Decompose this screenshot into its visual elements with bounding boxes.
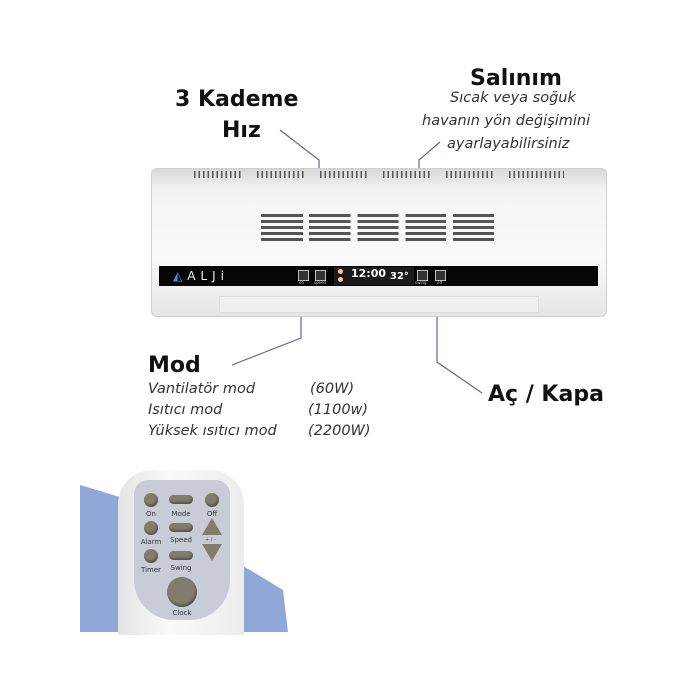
- bottom-lip: [219, 296, 539, 313]
- remote-up-icon[interactable]: [202, 518, 222, 535]
- remote-updown-label: + / -: [205, 537, 216, 543]
- swing-desc-1: Sıcak veya soğuk: [450, 90, 576, 106]
- remote-control: On Mode Off Alarm Speed + / - Timer Swin…: [118, 470, 244, 635]
- panel-on-button[interactable]: [298, 270, 309, 281]
- control-strip: ◭ALJi on speed 12:00 32° swing off: [159, 266, 598, 286]
- panel-off-button[interactable]: [435, 270, 446, 281]
- remote-mode-button[interactable]: [169, 495, 193, 504]
- remote-clock-label: Clock: [172, 609, 192, 617]
- remote-alarm-label: Alarm: [140, 538, 162, 546]
- mode-heater-power: (1100w): [308, 402, 369, 418]
- heater-body: ◭ALJi on speed 12:00 32° swing off: [151, 168, 607, 317]
- mode-heater: Isıtıcı mod: [148, 402, 223, 418]
- speed-title-2: Hız: [222, 118, 261, 143]
- remote-down-icon[interactable]: [202, 544, 222, 561]
- mode-fan-power: (60W): [310, 381, 355, 397]
- panel-swing-label: swing: [415, 280, 427, 285]
- brand-logo: ◭ALJi: [173, 269, 230, 283]
- mode-title: Mod: [148, 353, 201, 378]
- mode-fan: Vantilatör mod: [148, 381, 256, 397]
- remote-on-label: On: [146, 510, 156, 518]
- speed-title: 3 Kademe: [175, 87, 299, 112]
- panel-off-label: off: [437, 280, 443, 285]
- remote-off-label: Off: [206, 510, 218, 518]
- swing-desc-3: ayarlayabilirsiniz: [447, 136, 570, 152]
- remote-alarm-button[interactable]: [144, 521, 158, 535]
- remote-on-button[interactable]: [144, 493, 158, 507]
- remote-clock-button[interactable]: [167, 577, 197, 607]
- swing-desc-2: havanın yön değişimini: [422, 113, 591, 129]
- swing-title: Salınım: [470, 66, 562, 91]
- mode-high-power: (2200W): [308, 423, 371, 439]
- power-title: Aç / Kapa: [488, 382, 604, 407]
- remote-timer-label: Timer: [140, 566, 161, 574]
- remote-swing-button[interactable]: [169, 551, 193, 560]
- temperature-readout: 32°: [390, 271, 409, 282]
- panel-on-label: on: [299, 280, 304, 285]
- remote-swing-label: Swing: [170, 564, 192, 572]
- front-grille: [261, 214, 494, 241]
- remote-timer-button[interactable]: [144, 549, 158, 563]
- remote-speed-button[interactable]: [169, 523, 193, 532]
- remote-speed-label: Speed: [170, 536, 192, 544]
- panel-speed-button[interactable]: [315, 270, 326, 281]
- panel-speed-label: speed: [314, 280, 327, 285]
- top-vents: [194, 171, 564, 178]
- remote-off-button[interactable]: [205, 493, 219, 507]
- clock-readout: 12:00: [351, 267, 387, 280]
- display: 12:00 32°: [334, 267, 414, 285]
- remote-keypad: On Mode Off Alarm Speed + / - Timer Swin…: [134, 480, 230, 620]
- mode-high: Yüksek ısıtıcı mod: [148, 423, 277, 439]
- panel-swing-button[interactable]: [417, 270, 428, 281]
- remote-mode-label: Mode: [171, 510, 191, 518]
